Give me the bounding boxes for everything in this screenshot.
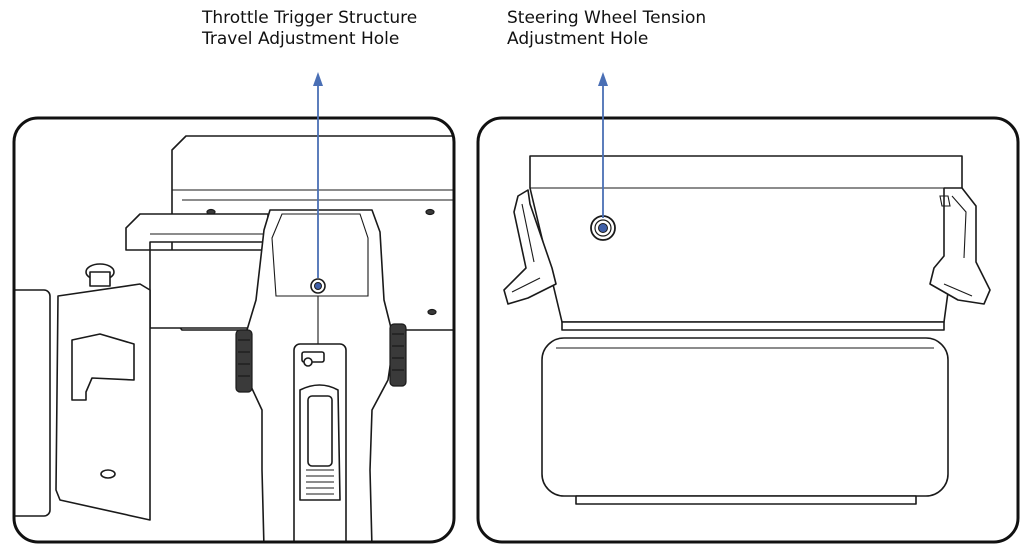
throttle-panel-frame	[12, 116, 456, 544]
throttle-callout-line1: Throttle Trigger Structure	[202, 8, 418, 28]
steering-wheel-illustration	[476, 116, 1020, 544]
trigger-ridges	[306, 469, 334, 495]
throttle-callout-arrow	[313, 72, 323, 278]
right-paddle-lever	[929, 187, 991, 305]
throttle-adjustment-callout-label: Throttle Trigger Structure Travel Adjust…	[202, 8, 417, 50]
steering-callout-arrow	[598, 72, 608, 218]
throttle-travel-adjustment-hole	[310, 278, 326, 294]
throttle-callout-line2: Travel Adjustment Hole	[202, 29, 400, 49]
bracket-arm	[125, 213, 269, 251]
steering-upper-housing	[529, 155, 963, 323]
steering-base-body	[541, 337, 949, 497]
steering-tension-adjustment-hole	[590, 215, 616, 241]
left-grip-knob	[235, 329, 253, 393]
right-grip-knob	[389, 323, 407, 387]
throttle-trigger-illustration	[12, 116, 456, 544]
steering-callout-line2: Adjustment Hole	[507, 29, 649, 49]
steering-callout-line1: Steering Wheel Tension	[507, 8, 707, 28]
steering-panel-frame	[476, 116, 1020, 544]
steering-tension-callout-label: Steering Wheel Tension Adjustment Hole	[507, 8, 706, 50]
side-clamp-body	[55, 283, 151, 521]
left-paddle-lever	[503, 189, 557, 305]
